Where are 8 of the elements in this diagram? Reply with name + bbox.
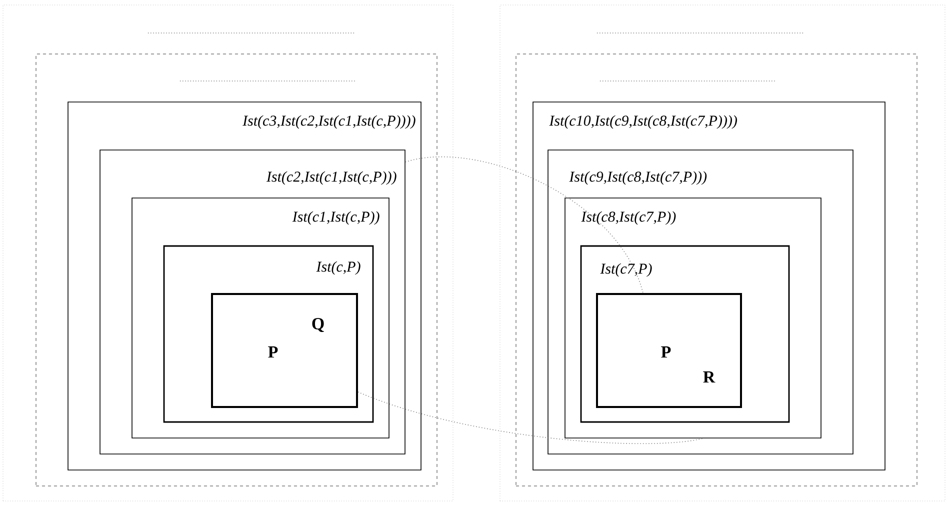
proposition-box: P R: [596, 293, 742, 408]
box: [516, 54, 918, 486]
connector-line: [405, 156, 644, 294]
box: [500, 4, 946, 502]
box: [36, 54, 438, 486]
connector-line: [358, 392, 704, 444]
box: [2, 4, 454, 502]
proposition-box: Q P: [211, 293, 358, 408]
